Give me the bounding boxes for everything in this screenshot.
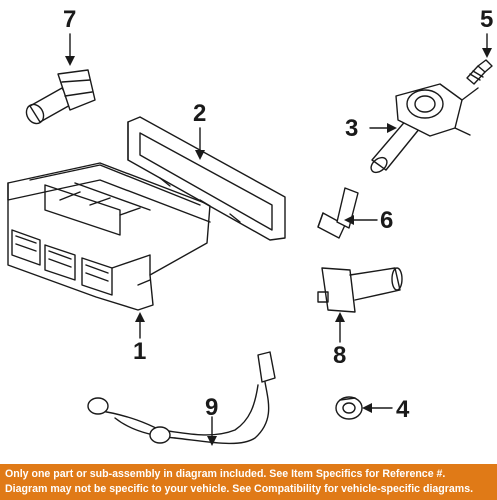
disclaimer-banner: Only one part or sub-assembly in diagram… — [0, 464, 497, 500]
callout-8: 8 — [333, 342, 347, 369]
part-9-wiring-harness[interactable] — [87, 351, 276, 445]
part-1-engine-control-module[interactable] — [7, 162, 211, 311]
part-6-spark-plug[interactable] — [317, 187, 359, 239]
callout-5: 5 — [480, 6, 494, 33]
callout-2: 2 — [193, 100, 207, 127]
part-7-bulb[interactable] — [23, 69, 96, 127]
part-5-bolt[interactable] — [466, 59, 493, 85]
parts-diagram — [7, 33, 493, 446]
callout-4: 4 — [396, 396, 410, 423]
callout-3: 3 — [345, 115, 359, 142]
callout-arrowheads — [65, 48, 492, 446]
part-2-bracket[interactable] — [127, 116, 286, 241]
part-3-ignition-coil[interactable] — [368, 83, 479, 175]
disclaimer-line-1: Only one part or sub-assembly in diagram… — [5, 468, 446, 480]
callout-7: 7 — [63, 6, 77, 33]
disclaimer-line-2: Diagram may not be specific to your vehi… — [5, 483, 474, 495]
callout-6: 6 — [380, 207, 394, 234]
part-8-coil-on-plug[interactable] — [317, 267, 403, 313]
callout-1: 1 — [133, 338, 147, 365]
callout-9: 9 — [205, 394, 219, 421]
part-4-grommet[interactable] — [335, 396, 363, 420]
